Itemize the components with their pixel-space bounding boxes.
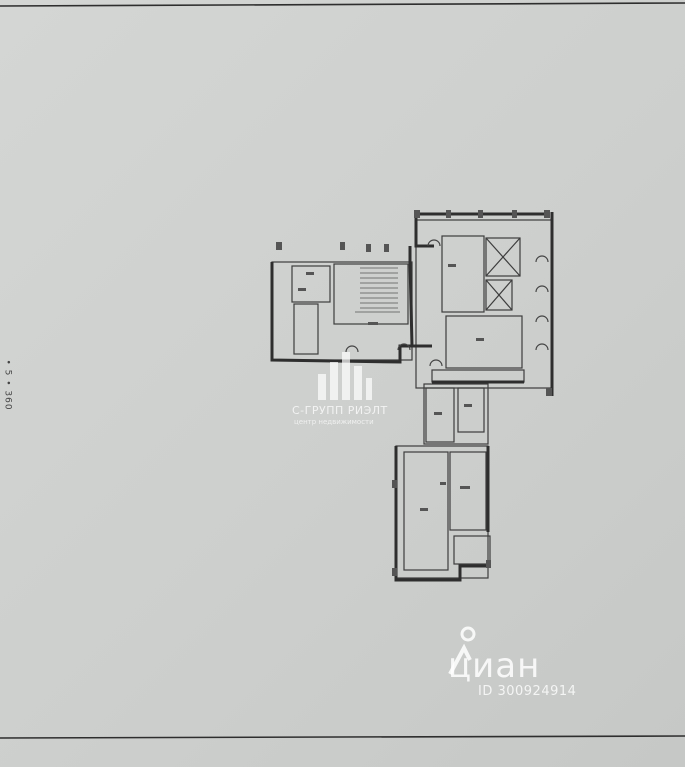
corridor-vertical (423, 383, 489, 445)
company-watermark-subtitle: центр недвижимости (294, 418, 374, 426)
corridor-band (431, 369, 525, 383)
room-lower-inner (403, 451, 449, 571)
room-upper-right-a (441, 235, 485, 313)
cian-watermark-id: ID 300924914 (478, 684, 577, 699)
room-corridor-right (457, 387, 485, 433)
room-left-lower (293, 303, 319, 355)
cian-logo-icon (448, 626, 476, 675)
cian-watermark-logo: циан (448, 646, 541, 686)
room-lower-small (453, 535, 491, 565)
room-corridor-left (425, 387, 455, 443)
room-left-wing (271, 261, 413, 361)
room-lower-right (449, 451, 487, 531)
room-left-inner (291, 265, 331, 303)
elevator-shaft-2 (485, 279, 513, 311)
company-logo-icon (318, 352, 372, 400)
room-upper-right-b (445, 315, 523, 369)
company-watermark-name: С-ГРУПП РИЭЛТ (292, 404, 388, 417)
room-lower-main (395, 445, 489, 579)
elevator-shaft-1 (485, 237, 521, 277)
